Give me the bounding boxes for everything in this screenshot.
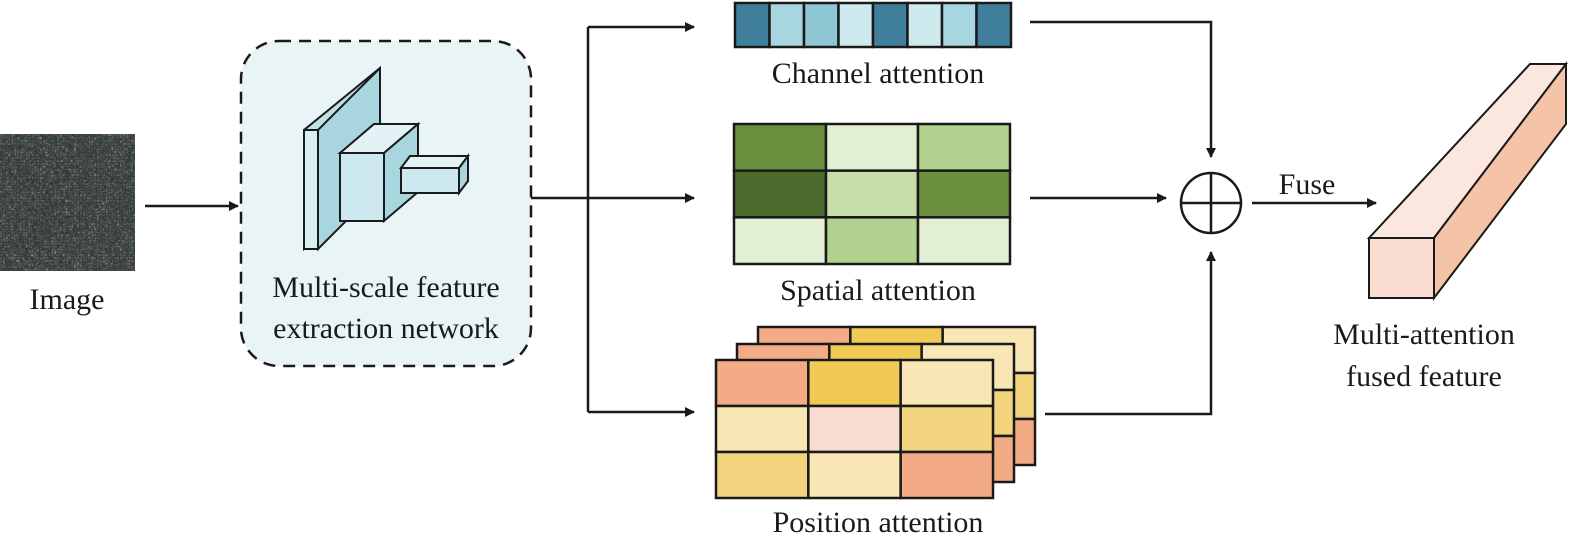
channel-cell [975, 1, 1013, 49]
output-label-line2: fused feature [1346, 360, 1502, 393]
position-cell [807, 404, 902, 454]
output-feature-bar [1366, 61, 1569, 301]
arrow-position-to-fusion [1045, 251, 1216, 416]
extractor-label-line2: extraction network [273, 312, 499, 345]
input-image [0, 134, 135, 271]
spatial-cell [824, 216, 920, 266]
fuse-label: Fuse [1279, 168, 1336, 201]
branch-connectors [531, 27, 590, 412]
output-label-line1: Multi-attention [1333, 318, 1515, 351]
spatial-cell [824, 122, 920, 172]
position-cell [714, 450, 810, 500]
feature-block-small [399, 153, 470, 196]
channel-cell [940, 1, 978, 49]
spatial-cell [732, 216, 828, 266]
position-layer [714, 358, 995, 500]
image-label: Image [30, 283, 105, 316]
spatial-cell [916, 122, 1012, 172]
position-cell [714, 358, 810, 408]
arrow-channel-to-fusion [1030, 20, 1216, 158]
channel-cell [733, 1, 771, 49]
spatial-cell [824, 169, 920, 219]
position-cell [899, 404, 995, 454]
spatial-cell [916, 169, 1012, 219]
spatial-attention-label: Spatial attention [780, 274, 976, 307]
position-cell [807, 450, 902, 500]
channel-cell [768, 1, 806, 49]
circle-plus-icon [1179, 171, 1243, 235]
position-attention-stack [714, 325, 1037, 500]
spatial-cell [732, 169, 828, 219]
channel-cell [906, 1, 944, 49]
channel-cell [871, 1, 909, 49]
extractor-label-line1: Multi-scale feature [272, 271, 499, 304]
channel-cell [837, 1, 875, 49]
channel-attention-strip [733, 1, 1013, 49]
position-cell [899, 450, 995, 500]
spatial-cell [732, 122, 828, 172]
spatial-attention-grid [732, 122, 1012, 266]
position-cell [714, 404, 810, 454]
spatial-cell [916, 216, 1012, 266]
position-attention-label: Position attention [773, 506, 984, 539]
position-cell [899, 358, 995, 408]
position-cell [807, 358, 902, 408]
channel-cell [802, 1, 840, 49]
channel-attention-label: Channel attention [772, 57, 984, 90]
